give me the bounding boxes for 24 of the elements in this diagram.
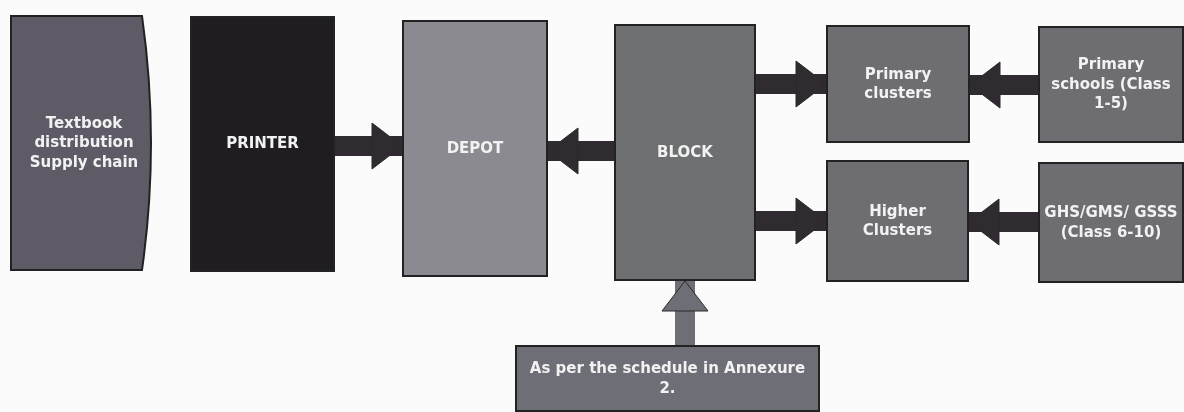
process-box	[826, 160, 969, 282]
process-box	[614, 24, 756, 281]
block-arrow	[335, 122, 403, 170]
block-arrow	[968, 198, 1038, 246]
box-label: BLOCK	[656, 142, 714, 163]
process-box	[402, 20, 548, 277]
box-label: DEPOT	[445, 138, 505, 159]
process-box	[190, 16, 335, 272]
box-label: GHS/GMS/ GSSS (Class 6-10)	[1043, 203, 1179, 242]
process-box	[826, 25, 970, 143]
block-arrow	[661, 280, 709, 345]
block-arrow	[547, 127, 614, 175]
process-box	[1038, 26, 1184, 143]
box-label: Primary schools (Class 1-5)	[1050, 55, 1172, 114]
box-label: Higher Clusters	[861, 201, 934, 241]
note-box	[515, 345, 820, 412]
process-box	[1038, 162, 1184, 283]
box-label: Textbook distribution Supply chain	[28, 113, 140, 173]
box-label: As per the schedule in Annexure 2.	[528, 359, 807, 398]
block-arrow	[756, 60, 827, 108]
block-arrow	[969, 61, 1038, 109]
box-label: Primary clusters	[863, 64, 933, 104]
box-label: PRINTER	[225, 134, 300, 154]
block-arrow	[756, 197, 827, 245]
